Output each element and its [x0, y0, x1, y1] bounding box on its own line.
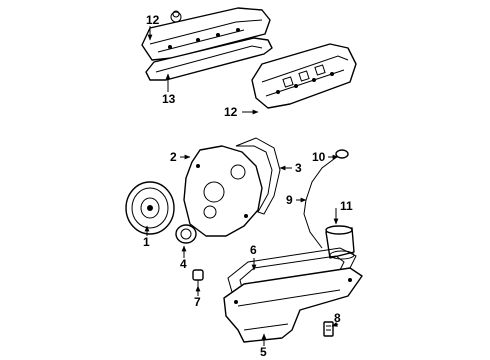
- timing-cover-gasket: [235, 137, 281, 215]
- callout-6: 6: [250, 243, 257, 257]
- timing-cover: [183, 145, 263, 237]
- callout-12-top: 12: [146, 13, 160, 27]
- oil-pan: [223, 267, 363, 343]
- callout-4: 4: [180, 257, 187, 271]
- valve-cover-right: [251, 43, 357, 109]
- oil-sensor: [192, 269, 204, 286]
- leader-lines: [144, 26, 339, 346]
- drain-plug: [323, 321, 334, 337]
- front-seal: [175, 224, 197, 244]
- callout-5: 5: [260, 345, 267, 359]
- callout-7: 7: [194, 295, 201, 309]
- callout-8: 8: [334, 311, 341, 325]
- callout-10: 10: [312, 150, 326, 164]
- oil-filter: [325, 225, 355, 260]
- callout-13: 13: [162, 92, 176, 106]
- callout-11: 11: [340, 199, 353, 213]
- callout-3: 3: [295, 161, 302, 175]
- callout-1: 1: [143, 235, 150, 249]
- callout-12-right: 12: [224, 105, 238, 119]
- valve-cover-gasket: [145, 37, 273, 81]
- callout-9: 9: [286, 193, 293, 207]
- valve-cover-left: [141, 7, 271, 61]
- callout-2: 2: [170, 150, 177, 164]
- crankshaft-pulley: [125, 181, 175, 235]
